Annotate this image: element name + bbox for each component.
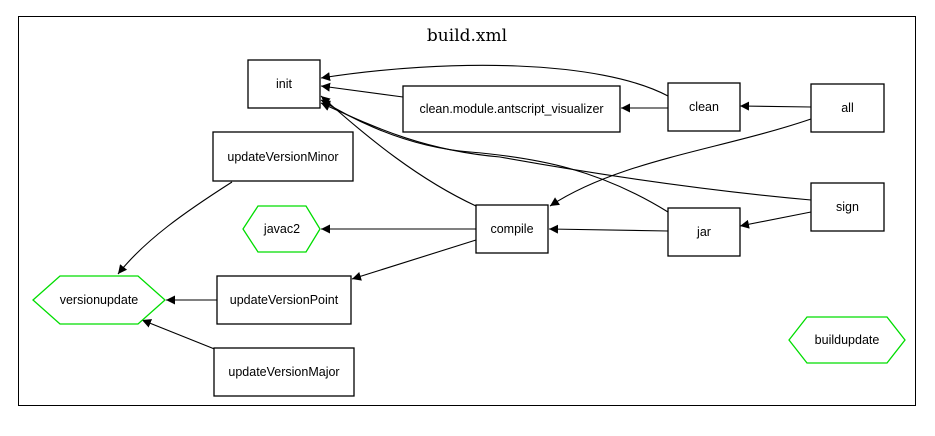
node-jar-label: jar	[696, 225, 711, 239]
node-update-version-major-label: updateVersionMajor	[228, 365, 339, 379]
node-update-version-major[interactable]: updateVersionMajor	[213, 347, 355, 397]
edge-compile-updatepoint	[351, 239, 477, 281]
node-sign-label: sign	[836, 200, 859, 214]
edge-sign-init	[320, 102, 812, 201]
node-sign[interactable]: sign	[810, 182, 885, 232]
node-clean-module[interactable]: clean.module.antscript_visualizer	[402, 85, 621, 133]
node-compile-label: compile	[490, 222, 533, 236]
node-compile[interactable]: compile	[475, 204, 549, 254]
edge-all-clean	[739, 101, 812, 111]
node-init-label: init	[276, 77, 293, 91]
node-clean-module-label: clean.module.antscript_visualizer	[419, 102, 603, 116]
node-init[interactable]: init	[247, 59, 321, 109]
node-update-version-minor[interactable]: updateVersionMinor	[212, 131, 354, 182]
node-javac2[interactable]: javac2	[242, 205, 321, 253]
edge-sign-jar	[739, 211, 812, 229]
edges	[117, 64, 812, 351]
edge-cleanmodule-init	[320, 82, 404, 98]
node-versionupdate[interactable]: versionupdate	[32, 275, 166, 325]
edge-jar-compile	[548, 224, 669, 234]
diagram-frame	[18, 16, 916, 406]
node-buildupdate[interactable]: buildupdate	[788, 316, 906, 364]
node-javac2-label: javac2	[263, 222, 300, 236]
edge-minor-versionupdate	[117, 181, 233, 275]
node-update-version-minor-label: updateVersionMinor	[227, 150, 338, 164]
edge-jar-init	[320, 99, 669, 213]
edge-major-versionupdate	[141, 319, 218, 351]
node-jar[interactable]: jar	[667, 207, 741, 257]
diagram-title: build.xml	[427, 26, 507, 46]
edge-clean-init	[320, 64, 669, 97]
node-update-version-point-label: updateVersionPoint	[230, 293, 339, 307]
node-clean[interactable]: clean	[667, 82, 741, 132]
node-update-version-point[interactable]: updateVersionPoint	[216, 275, 352, 325]
node-clean-label: clean	[689, 100, 719, 114]
node-all[interactable]: all	[810, 83, 885, 133]
node-versionupdate-label: versionupdate	[60, 293, 139, 307]
node-buildupdate-label: buildupdate	[815, 333, 880, 347]
node-all-label: all	[841, 101, 854, 115]
edge-all-compile	[549, 118, 812, 207]
